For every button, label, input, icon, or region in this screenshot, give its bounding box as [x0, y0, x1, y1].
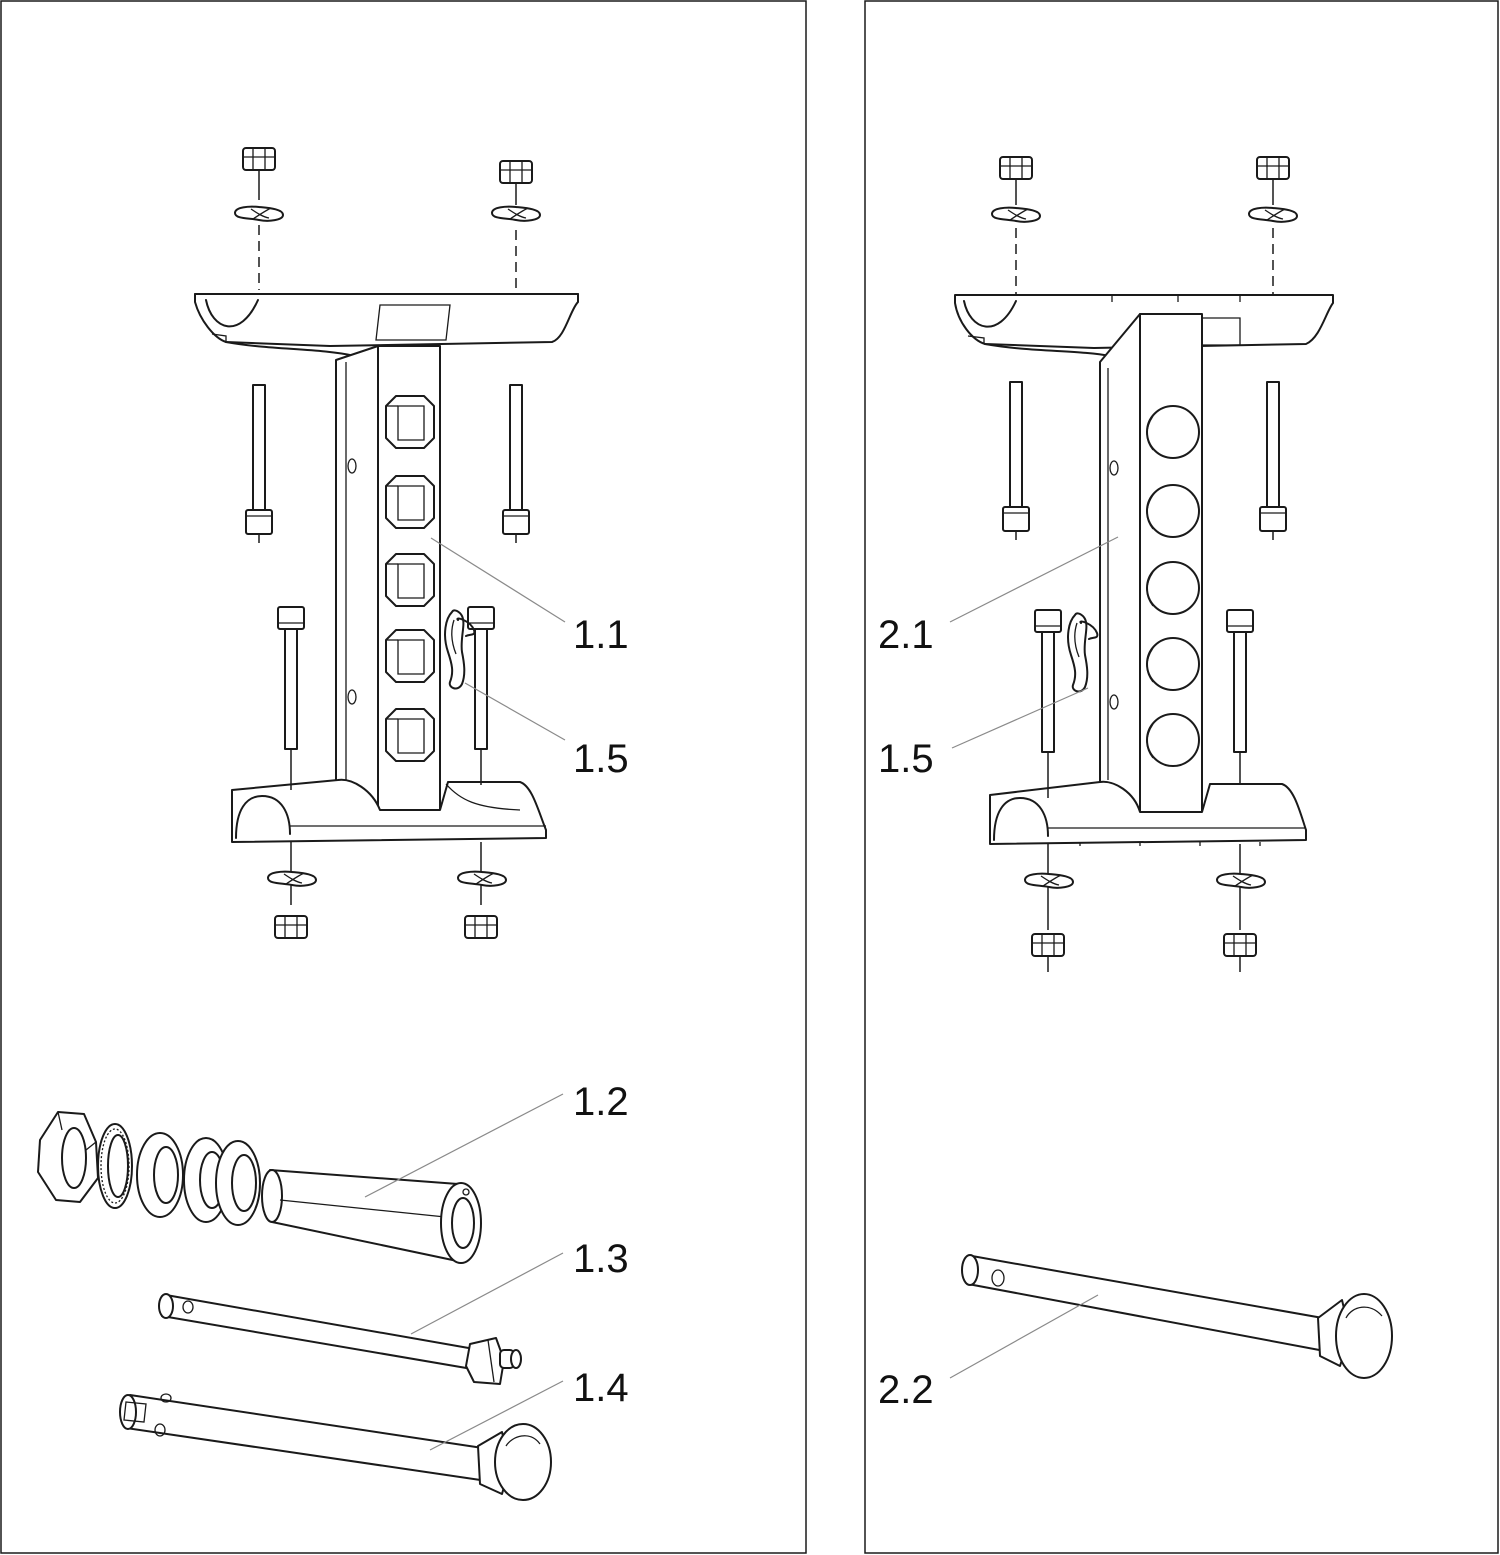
right-panel-frame	[864, 0, 1499, 1554]
lock-washer-icon	[457, 870, 507, 887]
adjustment-hole	[1146, 713, 1200, 767]
part-1-2-sleeve-set	[37, 1111, 482, 1264]
nut-icon	[464, 915, 498, 939]
leader-line-1-3	[410, 1252, 564, 1335]
bolt-icon	[502, 384, 530, 535]
callout-1-2: 1.2	[573, 1080, 629, 1124]
callout-1-5-right: 1.5	[878, 737, 934, 781]
pin-nut-icon	[465, 1337, 505, 1385]
adjustment-hole	[385, 629, 435, 683]
nut-icon	[1223, 933, 1257, 957]
nut-icon	[242, 147, 276, 171]
lock-washer-icon	[1248, 206, 1298, 223]
bolt-icon	[277, 606, 305, 750]
part-1-4-pin	[119, 1393, 552, 1501]
nut-icon	[274, 915, 308, 939]
bolt-icon	[1002, 381, 1030, 532]
bolt-icon	[1226, 609, 1254, 753]
leader-line-2-1	[949, 536, 1119, 623]
part-1-3-pin	[158, 1293, 522, 1385]
adjustment-hole	[1146, 405, 1200, 459]
callout-2-1: 2.1	[878, 613, 934, 657]
stand-assembly-left	[194, 147, 579, 939]
stand-assembly-right	[954, 156, 1334, 972]
leader-line-1-4	[429, 1380, 564, 1451]
lock-washer-icon	[991, 206, 1041, 223]
adjustment-hole	[385, 553, 435, 607]
part-2-2-pin	[961, 1254, 1393, 1379]
nut-icon	[999, 156, 1033, 180]
nut-icon	[499, 160, 533, 184]
adjustment-hole	[385, 475, 435, 529]
callout-1-5-left: 1.5	[573, 737, 629, 781]
lock-washer-icon	[491, 205, 541, 222]
adjustment-hole	[385, 708, 435, 762]
callout-1-1: 1.1	[573, 613, 629, 657]
spring-coil-icon	[215, 1140, 261, 1226]
bolt-icon	[1034, 609, 1062, 753]
pin-head-icon	[1335, 1293, 1393, 1379]
callout-2-2: 2.2	[878, 1368, 934, 1412]
bolt-icon	[245, 384, 273, 535]
bolt-icon	[467, 606, 495, 750]
leader-line-1-2	[364, 1093, 564, 1198]
callout-1-4: 1.4	[573, 1366, 629, 1410]
adjustment-hole	[1146, 561, 1200, 615]
adjustment-hole	[385, 395, 435, 449]
leader-line-2-2	[949, 1294, 1099, 1379]
hex-nut-icon	[37, 1111, 99, 1203]
adjustment-hole	[1146, 637, 1200, 691]
nut-icon	[1031, 933, 1065, 957]
callout-1-3: 1.3	[573, 1237, 629, 1281]
leader-line-1-5-right	[951, 687, 1089, 749]
lock-washer-icon	[1024, 872, 1074, 889]
lock-washer-icon	[1216, 872, 1266, 889]
left-panel-frame	[0, 0, 807, 1554]
leader-line-1-5-left	[464, 682, 566, 741]
adjustment-hole	[1146, 484, 1200, 538]
r-clip-icon	[1067, 612, 1099, 693]
lock-washer-icon	[267, 870, 317, 887]
lock-washer-icon	[234, 205, 284, 222]
nut-icon	[1256, 156, 1290, 180]
leader-line-1-1	[430, 537, 566, 623]
serrated-washer-icon	[97, 1123, 133, 1209]
spring-coil-icon	[136, 1132, 184, 1218]
bolt-icon	[1259, 381, 1287, 532]
